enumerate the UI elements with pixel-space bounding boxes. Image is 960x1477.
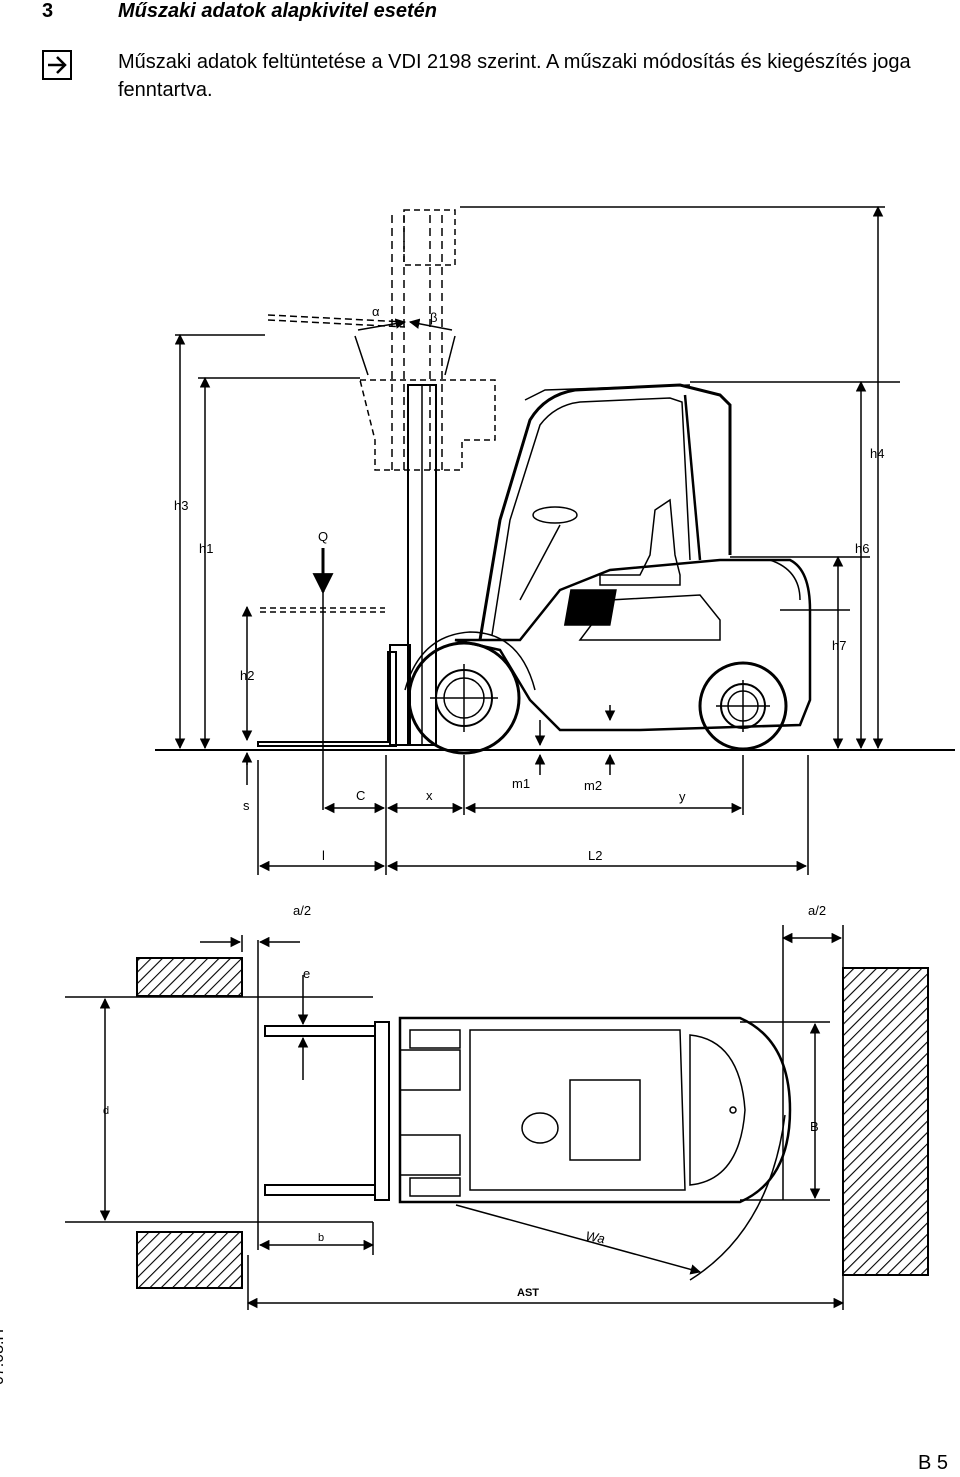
c-label: C [356, 788, 365, 803]
e-label: e [303, 966, 310, 981]
section-title: Műszaki adatok alapkivitel esetén [118, 0, 438, 22]
side-view-labels: α β h3 h1 h2 h4 h6 h7 Q s C x m1 m2 y l … [174, 304, 884, 863]
x-label: x [426, 788, 433, 803]
b-capital-label: B [810, 1119, 819, 1134]
s-label: s [243, 798, 250, 813]
h3-label: h3 [174, 498, 188, 513]
h1-label: h1 [199, 541, 213, 556]
h7-label: h7 [832, 638, 846, 653]
top-view [65, 925, 929, 1310]
document-code: 07.08.H [0, 1328, 7, 1385]
m1-label: m1 [512, 776, 530, 791]
h4-label: h4 [870, 446, 884, 461]
side-view [155, 205, 955, 875]
note-text: Műszaki adatok feltüntetése a VDI 2198 s… [118, 51, 911, 101]
y-label: y [679, 789, 686, 804]
a-half-right-label: a/2 [808, 903, 826, 918]
q-label: Q [318, 529, 328, 544]
d-label: d [103, 1105, 109, 1117]
top-view-labels: a/2 a/2 e d B b Wa AST [103, 903, 826, 1299]
wa-label: Wa [584, 1228, 606, 1246]
alpha-label: α [372, 304, 380, 319]
page-number: B 5 [917, 1452, 948, 1474]
h6-label: h6 [855, 541, 869, 556]
a-half-left-label: a/2 [293, 903, 311, 918]
h2-label: h2 [240, 668, 254, 683]
ast-label: AST [517, 1287, 539, 1299]
beta-label: β [430, 310, 437, 325]
l-label: l [322, 848, 325, 863]
arrow-right-icon [42, 50, 72, 80]
b-label: b [318, 1232, 324, 1244]
section-number: 3 [42, 0, 54, 22]
m2-label: m2 [584, 778, 602, 793]
l2-label: L2 [588, 848, 602, 863]
